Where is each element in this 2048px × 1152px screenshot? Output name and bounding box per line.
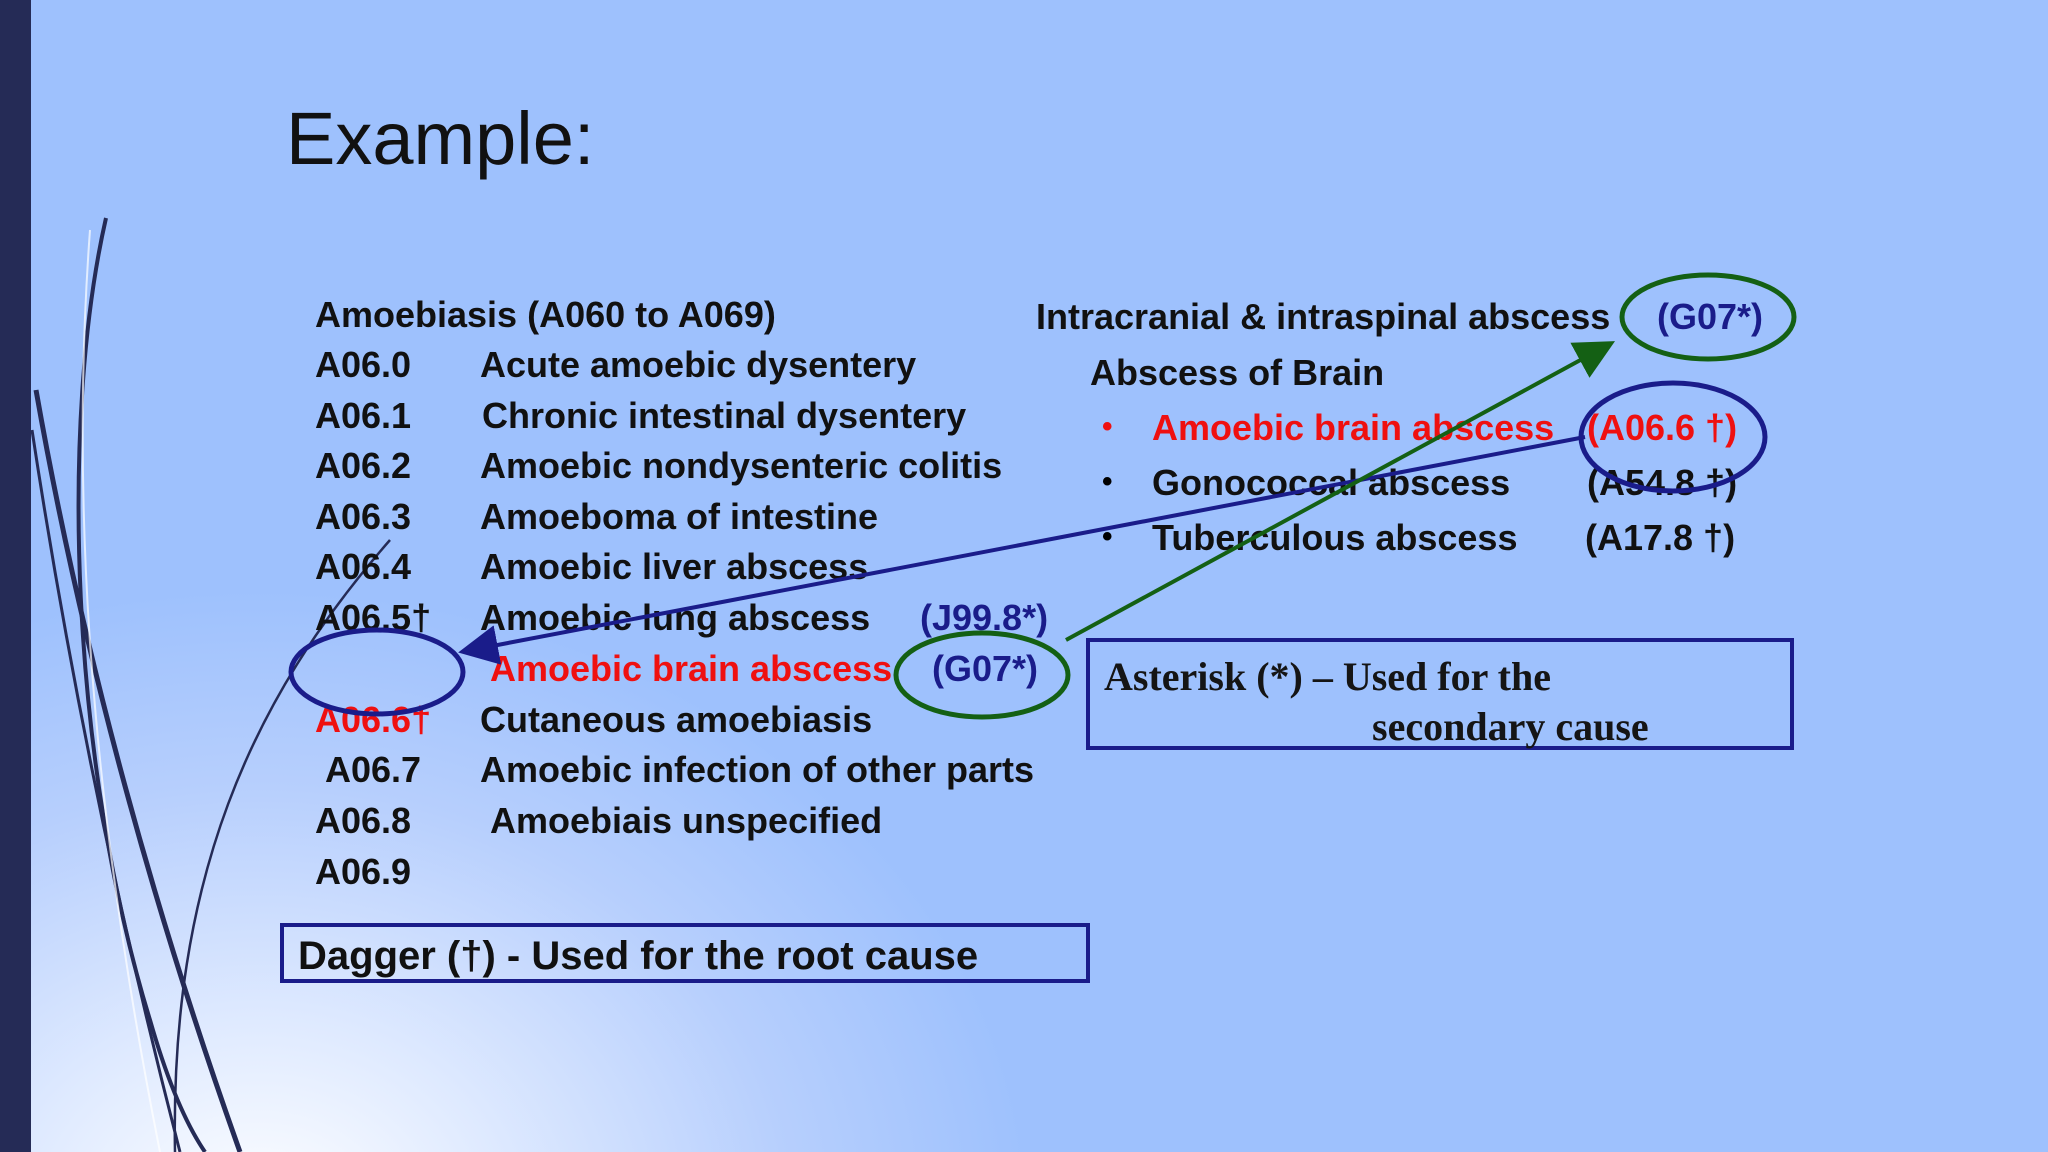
desc-a065: Amoebic lung abscess bbox=[480, 597, 871, 638]
desc-a062: Amoebic nondysenteric colitis bbox=[480, 445, 1003, 486]
code-a067: A06.7 bbox=[325, 749, 422, 790]
intracranial-heading: Intracranial & intraspinal abscess bbox=[1036, 296, 1611, 337]
desc-a066: Cutaneous amoebiasis bbox=[480, 699, 873, 740]
bullet-1: • bbox=[1102, 410, 1113, 443]
code-g07-right: (G07*) bbox=[1657, 296, 1764, 337]
item-gonococcal-abscess: Gonococcal abscess bbox=[1152, 462, 1511, 503]
desc-a061: Chronic intestinal dysentery bbox=[482, 395, 967, 436]
code-a065: A06.5† bbox=[315, 597, 432, 638]
code-a062: A06.2 bbox=[315, 445, 412, 486]
code-a060: A06.0 bbox=[315, 344, 412, 385]
code-a069: A06.9 bbox=[315, 851, 412, 892]
slide-title: Example: bbox=[286, 97, 595, 180]
abscess-of-brain-subheading: Abscess of Brain bbox=[1090, 352, 1385, 393]
code-a548: (A54.8 †) bbox=[1587, 462, 1738, 503]
amoebiasis-heading: Amoebiasis (A060 to A069) bbox=[315, 294, 776, 335]
code-a066-right: (A06.6 †) bbox=[1587, 407, 1738, 448]
asterisk-note-line1: Asterisk (*) – Used for the bbox=[1104, 654, 1551, 699]
code-a178: (A17.8 †) bbox=[1585, 517, 1736, 558]
code-a066: A06.6† bbox=[315, 699, 432, 740]
asterisk-note-line2: secondary cause bbox=[1372, 704, 1649, 749]
asterisk-note-box: Asterisk (*) – Used for the secondary ca… bbox=[1086, 638, 1794, 750]
desc-amoebic-brain-abscess: Amoebic brain abscess bbox=[490, 648, 893, 689]
dagger-note-text: Dagger (†) - Used for the root cause bbox=[298, 934, 979, 978]
code-g07-left: (G07*) bbox=[932, 648, 1039, 689]
code-a061: A06.1 bbox=[315, 395, 412, 436]
desc-a067: Amoebic infection of other parts bbox=[480, 749, 1035, 790]
left-accent-bar bbox=[0, 0, 31, 1152]
desc-a068: Amoebiais unspecified bbox=[490, 800, 883, 841]
code-j998: (J99.8*) bbox=[920, 597, 1049, 638]
desc-a064: Amoebic liver abscess bbox=[480, 546, 869, 587]
code-a064: A06.4 bbox=[315, 546, 412, 587]
code-a068: A06.8 bbox=[315, 800, 412, 841]
bullet-2: • bbox=[1102, 465, 1113, 498]
code-a063: A06.3 bbox=[315, 496, 412, 537]
dagger-note-box: Dagger (†) - Used for the root cause bbox=[280, 923, 1090, 983]
item-amoebic-brain-abscess: Amoebic brain abscess bbox=[1152, 407, 1555, 448]
item-tuberculous-abscess: Tuberculous abscess bbox=[1152, 517, 1518, 558]
desc-a063: Amoeboma of intestine bbox=[480, 496, 879, 537]
bullet-3: • bbox=[1102, 520, 1113, 553]
desc-a060: Acute amoebic dysentery bbox=[480, 344, 917, 385]
